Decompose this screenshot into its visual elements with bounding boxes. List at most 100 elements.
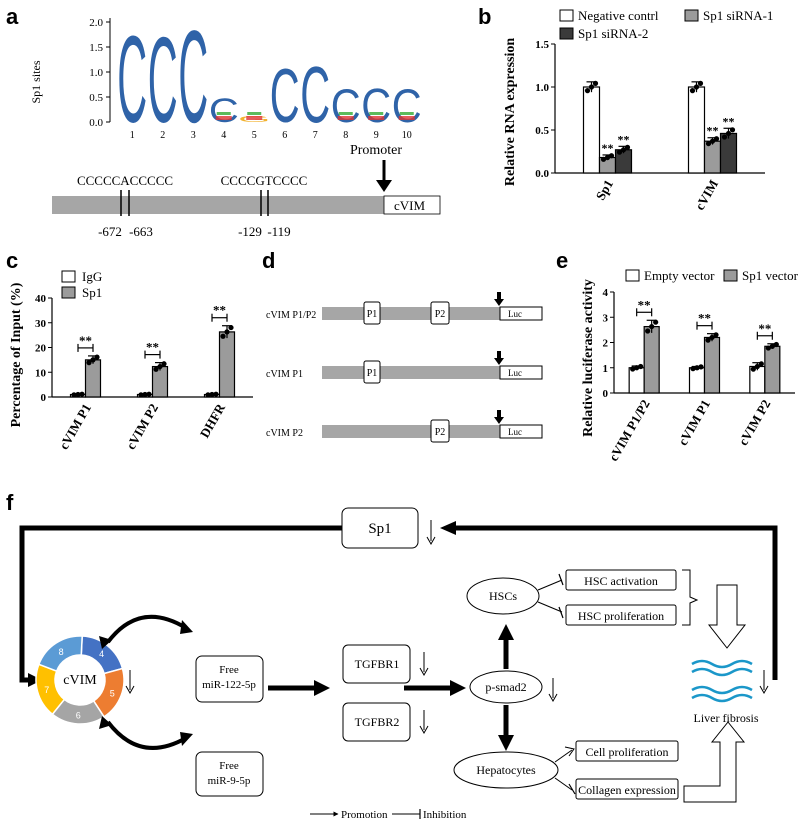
- collagen-node: [575, 778, 679, 800]
- tgfbr2-label: TGFBR2: [355, 715, 400, 729]
- data-point: [693, 84, 700, 90]
- logo-letter: C: [178, 3, 208, 150]
- data-point: [604, 154, 611, 161]
- logo-letter: C: [209, 91, 239, 130]
- logo-minor-letter: [247, 112, 262, 115]
- tgfbr1-label: TGFBR1: [355, 657, 400, 671]
- psmad2-label: p-smad2: [485, 680, 526, 694]
- site-p2-construct1: P2: [435, 309, 446, 320]
- construct-label-p2: cVIM P2: [266, 428, 303, 439]
- data-point: [709, 334, 715, 341]
- logo-position-label: 9: [374, 130, 379, 141]
- legend-b-swatch-0: [559, 9, 574, 22]
- x-tick-label: cVIM P2: [123, 401, 161, 452]
- significance-label: **: [758, 321, 771, 336]
- data-point: [224, 329, 230, 335]
- data-point: [690, 366, 696, 372]
- hollow-arrow-hep-to-liver: [683, 721, 746, 803]
- circrna-segment-label: 7: [44, 685, 49, 695]
- y-tick-label: 20: [35, 343, 47, 355]
- construct-label-p1: cVIM P1: [266, 369, 303, 380]
- data-point: [94, 354, 100, 360]
- mir9-free: Free: [219, 760, 239, 772]
- panel-b: Relative RNA expression 0.00.51.01.5Sp1*…: [503, 8, 773, 213]
- y-tick-label: 4: [603, 287, 609, 299]
- x-tick-label: cVIM P1/P2: [606, 397, 653, 464]
- logo-y-tick-label: 0.5: [89, 92, 103, 104]
- significance-label: **: [618, 132, 630, 146]
- mir122-free: Free: [219, 664, 239, 676]
- panel-d: cVIM P1/P2 Luc P1 P2 cVIM P1 Luc P1 cVIM…: [266, 292, 543, 443]
- construct-bar-p1p2: [322, 307, 500, 320]
- significance-label: **: [707, 124, 719, 138]
- mir9-node: [195, 751, 264, 797]
- data-point: [758, 361, 764, 367]
- logo-position-label: 10: [402, 130, 412, 141]
- logo-letter: C: [392, 81, 422, 133]
- significance-label: **: [638, 297, 651, 312]
- logo-position-label: 5: [252, 130, 257, 141]
- logo-minor-letter: [398, 116, 415, 120]
- logo-y-label: Sp1 sites: [29, 60, 43, 103]
- panel-label-c: c: [6, 248, 18, 273]
- binding-arrow-mir9: [106, 720, 187, 750]
- x-tick-label: cVIM P1: [56, 401, 94, 452]
- mir122-node: [195, 655, 264, 703]
- loop-liver-to-sp1: [454, 525, 778, 680]
- legend-b-swatch-1: [684, 9, 699, 22]
- logo-minor-letter: [246, 116, 263, 120]
- chart-b-y-label: Relative RNA expression: [503, 38, 518, 186]
- data-point: [773, 341, 779, 348]
- panel-label-d: d: [262, 248, 275, 273]
- significance-label: **: [698, 311, 711, 326]
- logo-minor-letter: [368, 116, 385, 120]
- data-point: [721, 134, 728, 140]
- y-tick-label: 10: [35, 367, 47, 379]
- promoter-label: Promoter: [350, 143, 402, 158]
- legend-c-swatch-1: [61, 286, 76, 299]
- data-point: [713, 332, 719, 338]
- bar: [703, 336, 721, 394]
- construct-luc-p1p2: Luc: [508, 309, 522, 319]
- panel-label-e: e: [556, 248, 568, 273]
- bar: [719, 132, 738, 174]
- cell-proliferation-node: [575, 740, 679, 762]
- y-tick-label: 2: [603, 338, 609, 350]
- bar: [703, 140, 722, 174]
- chart-c-y-label: Percentage of Input (%): [9, 282, 24, 427]
- data-point: [213, 391, 219, 397]
- data-point: [592, 80, 599, 86]
- y-tick-label: 3: [603, 312, 609, 324]
- data-point: [630, 366, 636, 372]
- data-point: [71, 392, 77, 398]
- site-p2-box-construct3: [430, 419, 450, 443]
- data-point: [713, 136, 720, 142]
- liver-fibrosis-label: Liver fibrosis: [694, 711, 759, 725]
- x-tick-label: DHFR: [197, 400, 229, 440]
- hscs-label: HSCs: [489, 589, 517, 603]
- x-tick-label: cVIM P1: [675, 397, 713, 448]
- logo-position-label: 1: [130, 130, 135, 141]
- data-point: [90, 357, 96, 363]
- legend-promotion: Promotion: [341, 809, 388, 821]
- data-point: [729, 127, 736, 133]
- data-point: [638, 363, 644, 370]
- mir9-name: miR-9-5p: [208, 775, 251, 787]
- logo-letter: C: [148, 14, 178, 149]
- hollow-arrow-hsc-to-liver: [707, 584, 747, 649]
- y-tick-label: 0: [603, 388, 609, 400]
- hsc-proliferation-node: [565, 604, 677, 626]
- bar: [582, 86, 601, 174]
- data-point: [79, 391, 85, 397]
- bar: [628, 367, 645, 394]
- site-p1-construct2: P1: [367, 368, 378, 379]
- data-point: [220, 333, 226, 339]
- data-point: [153, 366, 159, 372]
- logo-y-ticks: 2.01.51.00.50.0: [89, 17, 110, 129]
